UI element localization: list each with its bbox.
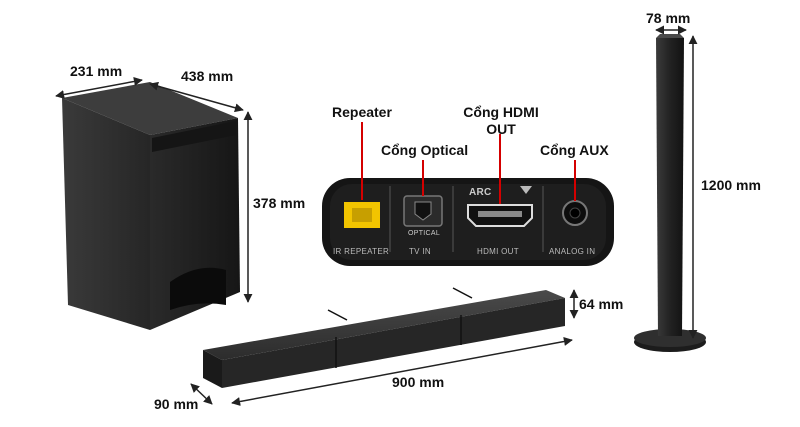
callout-hdmi: Cổng HDMI OUT <box>463 104 539 137</box>
bar-depth-arrow <box>190 383 213 405</box>
callout-lines <box>361 122 576 204</box>
subwoofer <box>62 82 240 330</box>
bar-length-arrow <box>231 337 573 406</box>
port-label-analog-in: ANALOG IN <box>549 247 596 256</box>
port-sublabel-arc: ARC <box>469 187 492 198</box>
callout-optical: Cổng Optical <box>381 142 469 158</box>
tower-width-label: 78 mm <box>646 10 691 26</box>
port-label-ir-repeater: IR REPEATER <box>333 247 390 256</box>
sub-width-label: 438 mm <box>181 68 234 84</box>
sub-depth-arrow <box>55 77 143 99</box>
bar-depth-label: 90 mm <box>154 396 199 412</box>
connector-panel <box>322 178 614 266</box>
soundbar <box>203 287 565 388</box>
sub-depth-label: 231 mm <box>70 63 123 79</box>
bar-length-label: 900 mm <box>392 374 445 390</box>
tower-speaker <box>634 34 706 352</box>
port-label-hdmi-out: HDMI OUT <box>477 247 519 256</box>
bar-height-label: 64 mm <box>579 296 624 312</box>
callout-aux: Cổng AUX <box>540 142 609 158</box>
tower-height-label: 1200 mm <box>701 177 761 193</box>
port-sublabel-optical: OPTICAL <box>408 230 441 237</box>
port-label-tv-in: TV IN <box>409 247 431 256</box>
callout-repeater: Repeater <box>332 104 392 120</box>
sub-width-arrow <box>149 81 244 113</box>
sub-height-label: 378 mm <box>253 195 306 211</box>
